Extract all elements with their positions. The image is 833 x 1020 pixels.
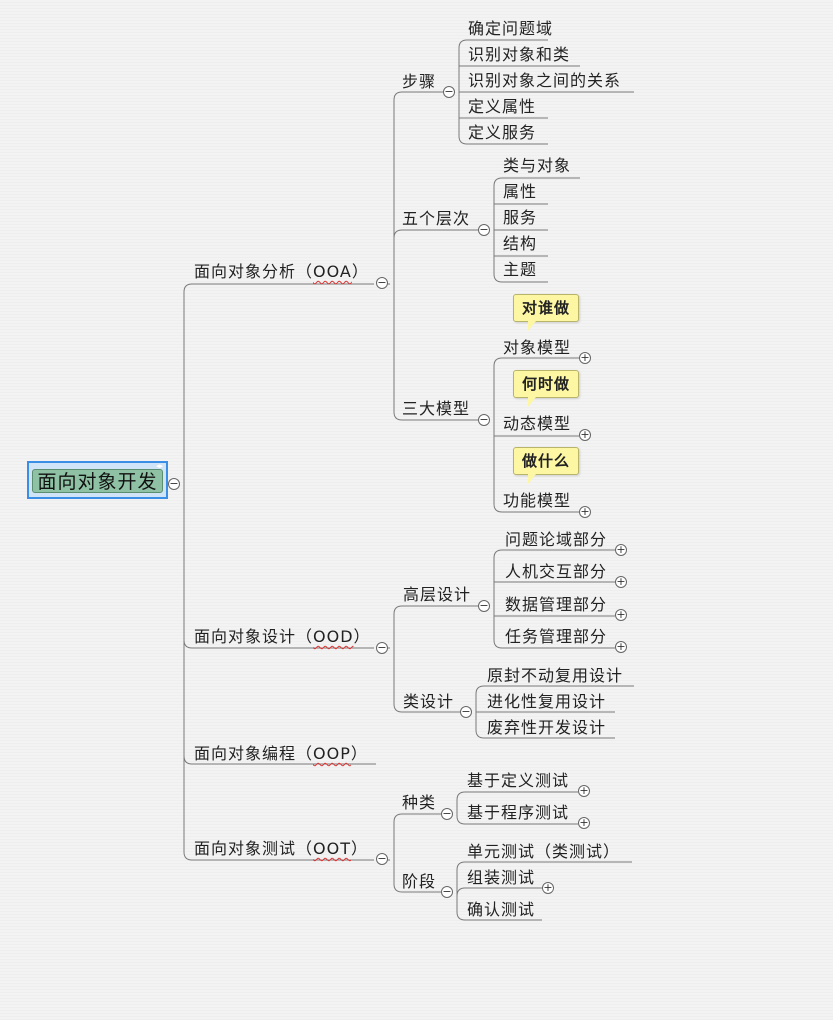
topic-step-4[interactable]: 定义属性 [468, 97, 537, 116]
topic-level-5[interactable]: 主题 [503, 260, 538, 279]
collapse-kinds-icon[interactable]: − [441, 807, 453, 820]
topic-step-2[interactable]: 识别对象和类 [468, 45, 571, 64]
branch-oop-abbr: OOP [313, 744, 351, 763]
collapse-class-design-icon[interactable]: − [460, 705, 472, 718]
collapse-steps-icon[interactable]: − [443, 85, 455, 98]
branch-ooa-abbr: OOA [313, 262, 352, 281]
topic-kinds[interactable]: 种类 [402, 793, 437, 812]
topic-stages[interactable]: 阶段 [402, 872, 437, 891]
branch-ooa-prefix: 面向对象分析（ [194, 262, 314, 281]
topic-high-1[interactable]: 问题论域部分 [505, 530, 608, 549]
topic-models[interactable]: 三大模型 [402, 399, 471, 418]
branch-oop-prefix: 面向对象编程（ [194, 744, 314, 763]
root-topic[interactable]: 面向对象开发 ◂▸ [27, 461, 168, 499]
branch-oot-abbr: OOT [313, 839, 351, 858]
topic-high-3[interactable]: 数据管理部分 [505, 595, 608, 614]
topic-steps[interactable]: 步骤 [402, 72, 437, 91]
expand-high-2-icon[interactable]: + [615, 575, 627, 588]
topic-functional-model[interactable]: 功能模型 [503, 491, 572, 510]
topic-stage-1[interactable]: 单元测试（类测试） [467, 842, 621, 861]
topic-cls-1[interactable]: 原封不动复用设计 [487, 666, 624, 685]
topic-object-model[interactable]: 对象模型 [503, 338, 572, 357]
topic-high-4[interactable]: 任务管理部分 [505, 627, 608, 646]
branch-ooa[interactable]: 面向对象分析（OOA） [194, 262, 369, 282]
collapse-root-icon[interactable]: − [168, 477, 180, 490]
branch-oop[interactable]: 面向对象编程（OOP） [194, 744, 368, 764]
topic-class-design[interactable]: 类设计 [403, 692, 455, 711]
collapse-stages-icon[interactable]: − [441, 885, 453, 898]
branch-oot-suffix: ） [350, 839, 368, 858]
expand-object-model-icon[interactable]: + [579, 351, 591, 364]
collapse-ood-icon[interactable]: − [376, 641, 388, 654]
topic-high-design[interactable]: 高层设计 [403, 585, 472, 604]
expand-stage-2-icon[interactable]: + [542, 881, 554, 894]
topic-step-1[interactable]: 确定问题域 [468, 19, 554, 38]
branch-ood-suffix: ） [353, 627, 371, 646]
topic-step-3[interactable]: 识别对象之间的关系 [468, 71, 622, 90]
topic-cls-3[interactable]: 废弃性开发设计 [487, 718, 607, 737]
expand-high-4-icon[interactable]: + [615, 640, 627, 653]
branch-oot-prefix: 面向对象测试（ [194, 839, 314, 858]
topic-high-2[interactable]: 人机交互部分 [505, 562, 608, 581]
topic-level-2[interactable]: 属性 [503, 182, 538, 201]
collapse-models-icon[interactable]: − [478, 413, 490, 426]
branch-ood-abbr: OOD [313, 627, 354, 646]
collapse-high-design-icon[interactable]: − [478, 599, 490, 612]
topic-kind-2[interactable]: 基于程序测试 [467, 803, 570, 822]
root-topic-label: 面向对象开发 [32, 469, 163, 493]
callout-dynamic-model[interactable]: 何时做 [513, 370, 580, 407]
resize-arrows-icon[interactable]: ◂▸ [155, 462, 163, 470]
collapse-levels-icon[interactable]: − [478, 223, 490, 236]
topic-levels[interactable]: 五个层次 [402, 209, 471, 228]
topic-level-1[interactable]: 类与对象 [503, 156, 572, 175]
topic-cls-2[interactable]: 进化性复用设计 [487, 692, 607, 711]
topic-step-5[interactable]: 定义服务 [468, 123, 537, 142]
collapse-oot-icon[interactable]: − [376, 852, 388, 865]
expand-high-1-icon[interactable]: + [615, 543, 627, 556]
branch-ooa-suffix: ） [351, 262, 369, 281]
expand-kind-1-icon[interactable]: + [578, 784, 590, 797]
expand-kind-2-icon[interactable]: + [578, 816, 590, 829]
branch-ood-prefix: 面向对象设计（ [194, 627, 314, 646]
topic-kind-1[interactable]: 基于定义测试 [467, 771, 570, 790]
topic-stage-3[interactable]: 确认测试 [467, 900, 536, 919]
topic-level-4[interactable]: 结构 [503, 234, 538, 253]
expand-functional-model-icon[interactable]: + [579, 505, 591, 518]
topic-level-3[interactable]: 服务 [503, 208, 538, 227]
branch-ood[interactable]: 面向对象设计（OOD） [194, 627, 371, 647]
expand-high-3-icon[interactable]: + [615, 608, 627, 621]
topic-stage-2[interactable]: 组装测试 [467, 868, 536, 887]
callout-object-model[interactable]: 对谁做 [513, 294, 580, 331]
topic-dynamic-model[interactable]: 动态模型 [503, 414, 572, 433]
branch-oot[interactable]: 面向对象测试（OOT） [194, 839, 368, 859]
collapse-ooa-icon[interactable]: − [376, 276, 388, 289]
expand-dynamic-model-icon[interactable]: + [579, 428, 591, 441]
branch-oop-suffix: ） [350, 744, 368, 763]
callout-functional-model[interactable]: 做什么 [513, 447, 580, 484]
